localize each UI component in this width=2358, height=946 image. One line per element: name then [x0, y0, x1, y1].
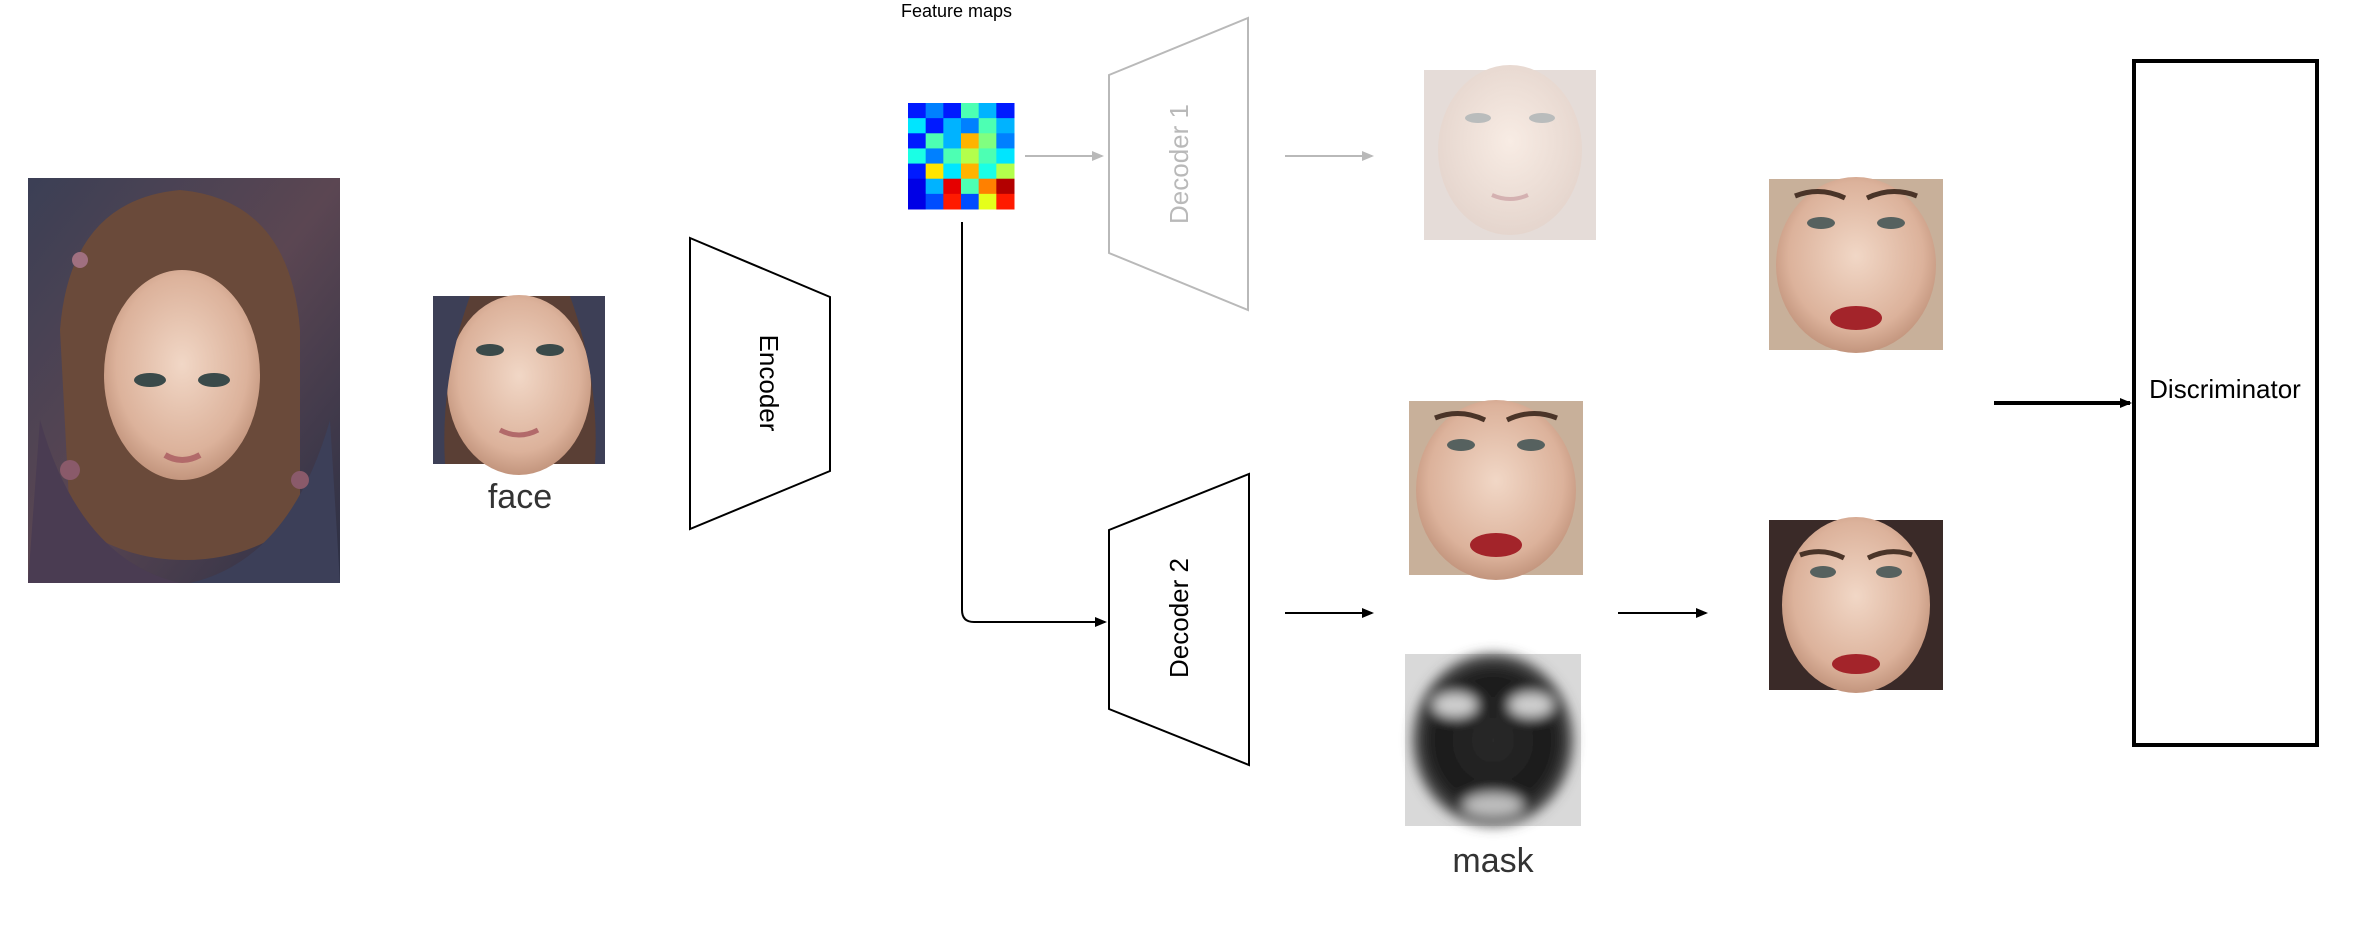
feature-map-cell [961, 193, 980, 210]
cropped-face-image [433, 295, 605, 475]
feature-map-cell [925, 103, 944, 119]
feature-map-cell [978, 103, 997, 119]
feature-map-cell [961, 148, 980, 165]
source-photo [28, 178, 340, 583]
feature-map-cell [908, 178, 927, 195]
decoder2-block [1108, 472, 1250, 767]
feature-map-cell [978, 118, 997, 134]
feature-map-cell [978, 133, 997, 149]
feature-map-cell [925, 163, 944, 180]
feature-map-cell [996, 193, 1015, 210]
feature-map-cell [996, 163, 1015, 180]
feature-map-cell [978, 193, 997, 210]
feature-map-cell [925, 133, 944, 149]
feature-map-cell [943, 148, 962, 165]
discriminator-block [2132, 59, 2319, 747]
feature-map-cell [943, 193, 962, 210]
feature-map-cell [943, 163, 962, 180]
feature-maps-label: Feature maps [901, 1, 1012, 21]
encoder-block [689, 236, 831, 531]
feature-map-cell [925, 148, 944, 165]
feature-map-cell [908, 133, 927, 149]
decoder2-output-face [1409, 400, 1583, 580]
feature-map-cell [908, 103, 927, 119]
feature-map-cell [908, 148, 927, 165]
feature-map-cell [925, 178, 944, 195]
feature-map-cell [943, 178, 962, 195]
feature-map-cell [961, 178, 980, 195]
decoder2-label: Decoder 2 [1164, 558, 1194, 678]
feature-map-heatmap [908, 103, 1015, 210]
feature-map-cell [908, 118, 927, 134]
discriminator-label: Discriminator [2149, 374, 2301, 404]
feature-to-decoder2-connector [961, 222, 1107, 627]
mask-image [1405, 654, 1581, 826]
feature-map-cell [908, 163, 927, 180]
decoder1-block [1108, 16, 1249, 312]
feature-map-cell [978, 178, 997, 195]
feature-map-cell [943, 118, 962, 134]
feature-map-cell [996, 178, 1015, 195]
feature-map-cell [925, 118, 944, 134]
real-face-image [1769, 177, 1943, 353]
feature-map-cell [978, 163, 997, 180]
feature-map-cell [943, 103, 962, 119]
decoder1-output-face [1424, 65, 1596, 240]
feature-map-cell [961, 133, 980, 149]
feature-map-cell [961, 103, 980, 119]
feature-map-cell [908, 193, 927, 210]
feature-map-cell [961, 163, 980, 180]
feature-map-cell [961, 118, 980, 134]
blended-face-image [1769, 517, 1943, 693]
feature-map-cell [925, 193, 944, 210]
face-label: face [488, 478, 552, 516]
mask-label: mask [1452, 842, 1534, 880]
feature-map-cell [996, 148, 1015, 165]
feature-map-cell [996, 118, 1015, 134]
feature-map-cell [978, 148, 997, 165]
feature-map-cell [943, 133, 962, 149]
encoder-label: Encoder [754, 335, 784, 432]
feature-map-cell [996, 103, 1015, 119]
decoder1-label: Decoder 1 [1164, 104, 1194, 224]
feature-map-cell [996, 133, 1015, 149]
